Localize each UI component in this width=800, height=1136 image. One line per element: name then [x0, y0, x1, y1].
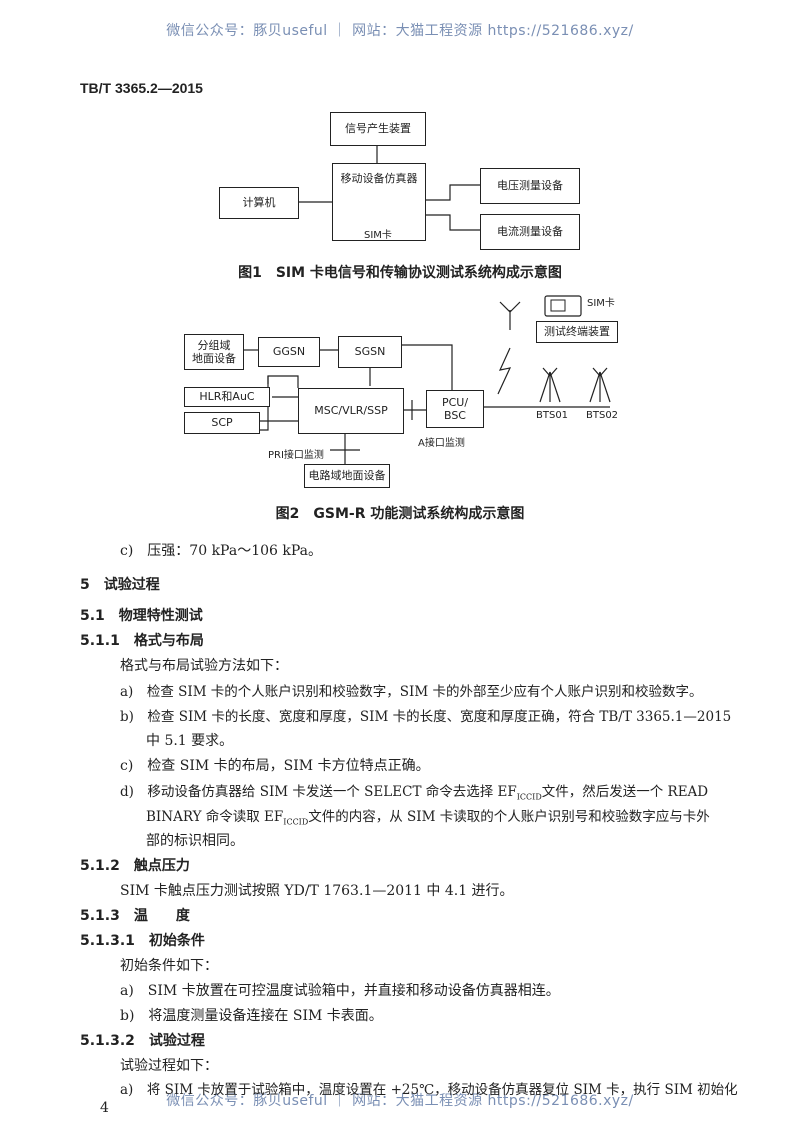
computer-label: 计算机 — [242, 196, 276, 210]
figure-1-caption: 图1 SIM 卡电信号和传输协议测试系统构成示意图 — [238, 265, 562, 281]
item-b-line2: 中 5.1 要求。 — [146, 733, 234, 749]
item-d-line1-pre: d) 移动设备仿真器给 SIM 卡发送一个 SELECT 命令去选择 EF — [120, 784, 517, 800]
section-5-1-2-heading: 5.1.2 触点压力 — [80, 858, 190, 874]
item-d-line2-post: 文件的内容，从 SIM 卡读取的个人账户识别号和校验数字应与卡外 — [308, 809, 710, 825]
section-5-1-1-heading: 5.1.1 格式与布局 — [80, 633, 204, 649]
fig2-simcard-label: SIM卡 — [587, 298, 615, 309]
bts01-label: BTS01 — [536, 410, 569, 421]
a-interface-label: A接口监测 — [418, 438, 465, 449]
voltage-meter-label: 电压测量设备 — [497, 179, 563, 193]
initial-intro: 初始条件如下： — [120, 958, 218, 974]
sgsn-box: SGSN — [338, 336, 402, 368]
item-c: c) 检查 SIM 卡的布局，SIM 卡方位特点正确。 — [120, 758, 430, 774]
signal-generator-box: 信号产生装置 — [330, 112, 426, 146]
pcu-bsc-label: PCU/ BSC — [441, 395, 469, 422]
item-d-line1: d) 移动设备仿真器给 SIM 卡发送一个 SELECT 命令去选择 EFICC… — [120, 780, 708, 802]
current-meter-box: 电流测量设备 — [480, 214, 580, 250]
circuit-ground-box: 电路域地面设备 — [304, 464, 390, 488]
item-d-line2-pre: BINARY 命令读取 EF — [146, 809, 284, 825]
pcu-bsc-box: PCU/ BSC — [426, 390, 484, 428]
contact-pressure-text: SIM 卡触点压力测试按照 YD/T 1763.1—2011 中 4.1 进行。 — [120, 883, 514, 899]
initial-item-a: a) SIM 卡放置在可控温度试验箱中，并直接和移动设备仿真器相连。 — [120, 983, 560, 999]
watermark-top: 微信公众号：豚贝useful ｜ 网站：大猫工程资源 https://52168… — [166, 23, 634, 39]
item-a: a) 检查 SIM 卡的个人账户识别和校验数字，SIM 卡的外部至少应有个人账户… — [120, 684, 703, 700]
document-id: TB/T 3365.2—2015 — [80, 80, 203, 96]
watermark-bottom: 微信公众号：豚贝useful ｜ 网站：大猫工程资源 https://52168… — [166, 1093, 634, 1109]
process-intro: 试验过程如下： — [120, 1058, 218, 1074]
pri-monitor-label: PRI接口监测 — [268, 450, 324, 461]
item-d-line1-post: 文件，然后发送一个 READ — [541, 784, 709, 800]
sgsn-label: SGSN — [354, 345, 386, 359]
item-d-line2: BINARY 命令读取 EFICCID文件的内容，从 SIM 卡读取的个人账户识… — [146, 805, 710, 827]
process-item-a: a) 将 SIM 卡放置于试验箱中，温度设置在 +25℃，移动设备仿真器复位 S… — [120, 1082, 738, 1098]
section-5-heading: 5 试验过程 — [80, 577, 160, 593]
item-d-line1-sub: ICCID — [516, 792, 542, 802]
msc-box: MSC/VLR/SSP — [298, 388, 404, 434]
mobile-simulator-box: 移动设备仿真器 — [332, 163, 426, 241]
hlr-box: HLR和AuC — [184, 387, 270, 407]
figure-2-caption: 图2 GSM-R 功能测试系统构成示意图 — [275, 506, 525, 522]
packet-ground-label: 分组域 地面设备 — [192, 338, 236, 365]
section-5-1-3-heading: 5.1.3 温 度 — [80, 908, 190, 924]
item-d-line3: 部的标识相同。 — [146, 833, 244, 849]
page-number: 4 — [100, 1100, 109, 1116]
packet-ground-box: 分组域 地面设备 — [184, 334, 244, 370]
section-5-1-heading: 5.1 物理特性测试 — [80, 608, 203, 624]
figure-1: 信号产生装置 移动设备仿真器 SIM卡 计算机 电压测量设备 电流测量设备 — [0, 0, 800, 280]
format-intro: 格式与布局试验方法如下： — [120, 658, 288, 674]
test-terminal-label: 测试终端装置 — [544, 325, 610, 339]
figure-2: SIM卡 测试终端装置 分组域 地面设备 GGSN SGSN HLR和AuC M… — [0, 290, 800, 500]
signal-generator-label: 信号产生装置 — [345, 122, 411, 136]
ggsn-box: GGSN — [258, 337, 320, 367]
voltage-meter-box: 电压测量设备 — [480, 168, 580, 204]
section-5-1-3-2-heading: 5.1.3.2 试验过程 — [80, 1033, 205, 1049]
test-terminal-box: 测试终端装置 — [536, 321, 618, 343]
ggsn-label: GGSN — [272, 345, 306, 359]
current-meter-label: 电流测量设备 — [497, 225, 563, 239]
scp-label: SCP — [211, 416, 233, 430]
simcard-label: SIM卡 — [364, 230, 392, 241]
hlr-label: HLR和AuC — [199, 390, 255, 404]
item-d-line2-sub: ICCID — [283, 817, 309, 827]
bts02-label: BTS02 — [586, 410, 619, 421]
initial-item-b: b) 将温度测量设备连接在 SIM 卡表面。 — [120, 1008, 383, 1024]
item-b-line1: b) 检查 SIM 卡的长度、宽度和厚度，SIM 卡的长度、宽度和厚度正确，符合… — [120, 709, 732, 725]
section-5-1-3-1-heading: 5.1.3.1 初始条件 — [80, 933, 205, 949]
figure-2-connectors — [243, 295, 611, 464]
mobile-simulator-label: 移动设备仿真器 — [340, 172, 418, 185]
scp-box: SCP — [184, 412, 260, 434]
msc-label: MSC/VLR/SSP — [314, 404, 388, 418]
circuit-ground-label: 电路域地面设备 — [308, 469, 386, 483]
computer-box: 计算机 — [219, 187, 299, 219]
pressure-item: c) 压强：70 kPa～106 kPa。 — [120, 543, 322, 559]
